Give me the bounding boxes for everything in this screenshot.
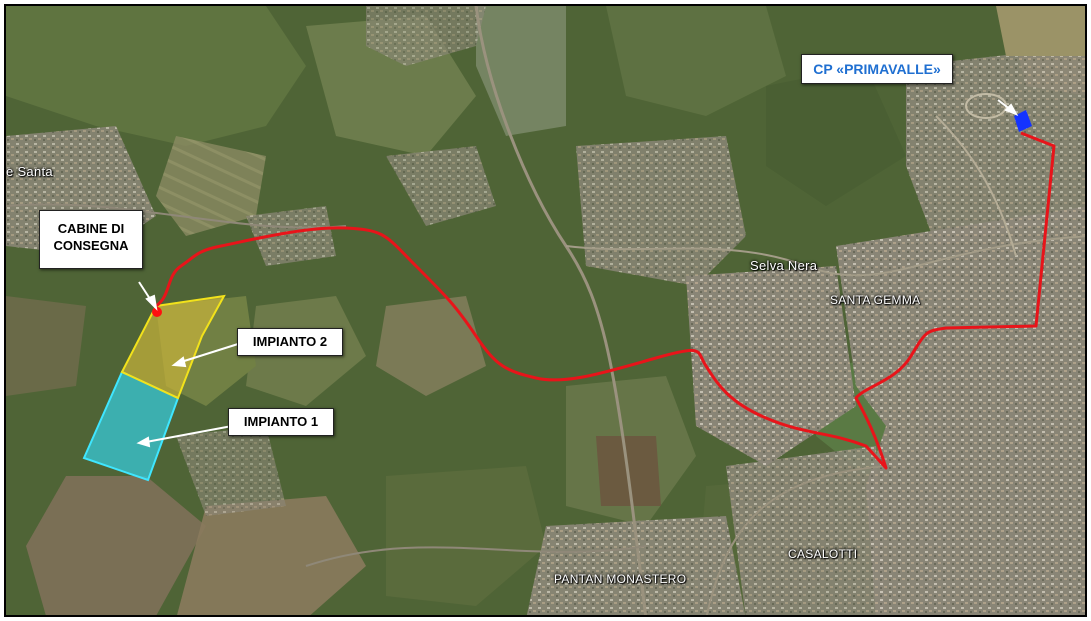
cp-primavalle-marker[interactable]: [1014, 110, 1032, 132]
cable-route[interactable]: [155, 131, 1056, 470]
callout-arrows: [136, 99, 1019, 448]
place-santa-gemma: SANTA GEMMA: [830, 293, 921, 307]
cp-primavalle-label: CP «PRIMAVALLE»: [801, 54, 953, 84]
cabine-label-line2: CONSEGNA: [53, 238, 129, 253]
impianto-1-label: IMPIANTO 1: [228, 408, 334, 436]
cabine-di-consegna-marker[interactable]: [152, 307, 162, 317]
roads: [6, 6, 1085, 615]
place-casalotti: CASALOTTI: [788, 547, 858, 561]
impianto-2-label: IMPIANTO 2: [237, 328, 343, 356]
place-selva-nera: Selva Nera: [750, 258, 818, 273]
cabine-label-line1: CABINE DI: [57, 221, 125, 236]
satellite-map[interactable]: CABINE DI CONSEGNA IMPIANTO 2 IMPIANTO 1…: [4, 4, 1087, 617]
map-canvas: [6, 6, 1085, 615]
urban-areas: [6, 6, 1085, 615]
cabine-di-consegna-label: CABINE DI CONSEGNA: [39, 210, 143, 269]
impianto-2-area[interactable]: [120, 294, 226, 400]
place-pantan-monastero: PANTAN MONASTERO: [554, 572, 687, 586]
place-santa: e Santa: [6, 164, 53, 179]
